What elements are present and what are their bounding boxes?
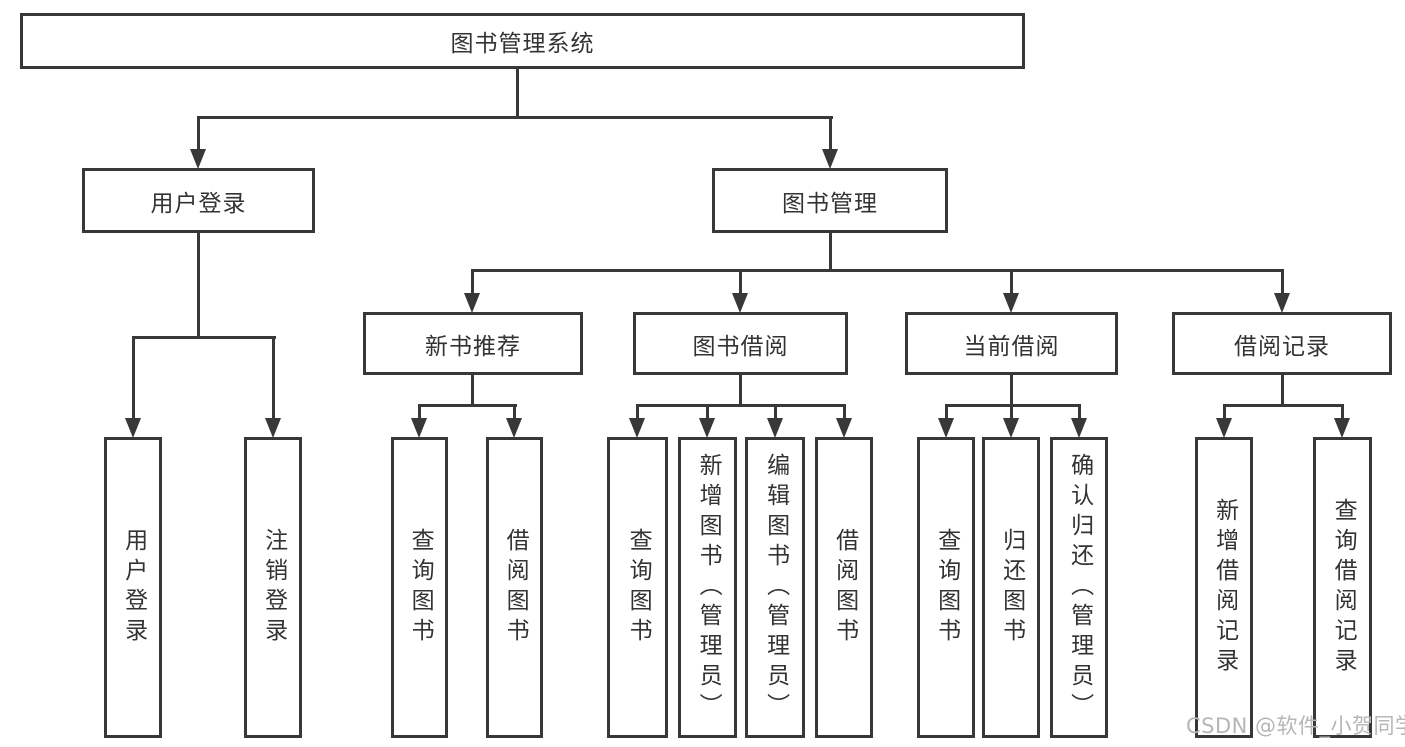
- connector-line: [945, 404, 948, 421]
- node-label: 查询图书: [407, 527, 434, 648]
- node-library-management-system: 图书管理系统: [20, 13, 1025, 69]
- arrowhead-down-icon: [938, 418, 954, 438]
- arrowhead-down-icon: [767, 418, 783, 438]
- node-label: 图书管理: [782, 190, 878, 217]
- node-label: 借阅记录: [1234, 333, 1330, 360]
- connector-line: [1223, 404, 1226, 421]
- leaf-add-book-admin: 新增图书（管理员）: [678, 437, 737, 738]
- node-label: 新书推荐: [425, 333, 521, 360]
- arrowhead-down-icon: [265, 418, 281, 438]
- leaf-user-login: 用户登录: [104, 437, 162, 738]
- arrowhead-down-icon: [1334, 418, 1350, 438]
- connector-line: [513, 404, 516, 421]
- node-label: 用户登录: [150, 190, 247, 217]
- connector-line: [1281, 269, 1284, 297]
- connector-line: [272, 336, 275, 420]
- arrowhead-down-icon: [1071, 418, 1087, 438]
- leaf-add-borrow-record: 新增借阅记录: [1195, 437, 1253, 738]
- node-book-management: 图书管理: [712, 168, 948, 233]
- leaf-query-book-recommend: 查询图书: [391, 437, 448, 738]
- arrowhead-down-icon: [1216, 418, 1232, 438]
- node-label: 用户登录: [120, 527, 147, 648]
- csdn-watermark: CSDN @软件_小贺同学: [1186, 714, 1405, 738]
- connector-line: [636, 404, 639, 421]
- node-borrow-records: 借阅记录: [1172, 312, 1392, 375]
- arrowhead-down-icon: [506, 418, 522, 438]
- connector-line: [1281, 374, 1284, 407]
- arrowhead-down-icon: [836, 418, 852, 438]
- arrowhead-down-icon: [629, 418, 645, 438]
- arrowhead-down-icon: [411, 418, 427, 438]
- node-label: 当前借阅: [963, 333, 1060, 360]
- arrowhead-down-icon: [1003, 418, 1019, 438]
- node-current-borrowing: 当前借阅: [905, 312, 1118, 375]
- connector-line: [132, 336, 276, 339]
- connector-line: [843, 404, 846, 421]
- connector-line: [471, 269, 474, 297]
- connector-line: [1010, 374, 1013, 407]
- connector-line: [829, 116, 832, 154]
- leaf-borrow-book: 借阅图书: [815, 437, 873, 738]
- connector-line: [1010, 404, 1013, 421]
- arrowhead-down-icon: [1003, 293, 1019, 313]
- node-label: 新增借阅记录: [1211, 497, 1238, 678]
- connector-line: [471, 374, 474, 407]
- connector-line: [636, 404, 846, 407]
- leaf-edit-book-admin: 编辑图书（管理员）: [745, 437, 805, 738]
- connector-line: [1341, 404, 1344, 421]
- leaf-borrow-book-recommend: 借阅图书: [486, 437, 543, 738]
- connector-line: [829, 232, 832, 272]
- node-label: 查询借阅记录: [1330, 497, 1357, 678]
- arrowhead-down-icon: [125, 418, 141, 438]
- connector-line: [197, 116, 200, 154]
- leaf-logout: 注销登录: [244, 437, 302, 738]
- leaf-confirm-return-admin: 确认归还（管理员）: [1050, 437, 1108, 738]
- connector-line: [774, 404, 777, 421]
- node-book-borrowing: 图书借阅: [633, 312, 848, 375]
- node-label: 借阅图书: [502, 527, 529, 648]
- arrowhead-down-icon: [699, 418, 715, 438]
- connector-line: [418, 404, 517, 407]
- connector-line: [739, 374, 742, 407]
- arrowhead-down-icon: [822, 149, 838, 169]
- connector-line: [945, 404, 1081, 407]
- leaf-query-book-borrowing: 查询图书: [607, 437, 668, 738]
- arrowhead-down-icon: [464, 293, 480, 313]
- connector-line: [706, 404, 709, 421]
- node-label: 查询图书: [933, 527, 960, 648]
- connector-line: [1010, 269, 1013, 297]
- connector-line: [132, 336, 135, 420]
- arrowhead-down-icon: [732, 293, 748, 313]
- arrowhead-down-icon: [1274, 293, 1290, 313]
- node-label: 图书借阅: [692, 333, 789, 360]
- connector-line: [197, 232, 200, 339]
- leaf-return-book: 归还图书: [982, 437, 1040, 738]
- connector-line: [1223, 404, 1344, 407]
- node-label: 查询图书: [625, 527, 652, 648]
- node-label: 注销登录: [260, 527, 287, 648]
- node-label: 编辑图书（管理员）: [762, 452, 789, 723]
- connector-line: [197, 116, 833, 119]
- leaf-query-borrow-record: 查询借阅记录: [1313, 437, 1372, 738]
- connector-line: [418, 404, 421, 421]
- leaf-query-book-current: 查询图书: [917, 437, 975, 738]
- node-label: 归还图书: [998, 527, 1025, 648]
- connector-line: [471, 269, 1284, 272]
- node-new-book-recommend: 新书推荐: [363, 312, 583, 375]
- connector-line: [1078, 404, 1081, 421]
- arrowhead-down-icon: [190, 149, 206, 169]
- connector-line: [516, 66, 519, 119]
- node-user-login: 用户登录: [82, 168, 315, 233]
- node-label: 借阅图书: [831, 527, 858, 648]
- node-label: 新增图书（管理员）: [695, 452, 722, 723]
- connector-line: [739, 269, 742, 297]
- node-label: 确认归还（管理员）: [1066, 452, 1093, 723]
- node-label: 图书管理系统: [450, 31, 595, 57]
